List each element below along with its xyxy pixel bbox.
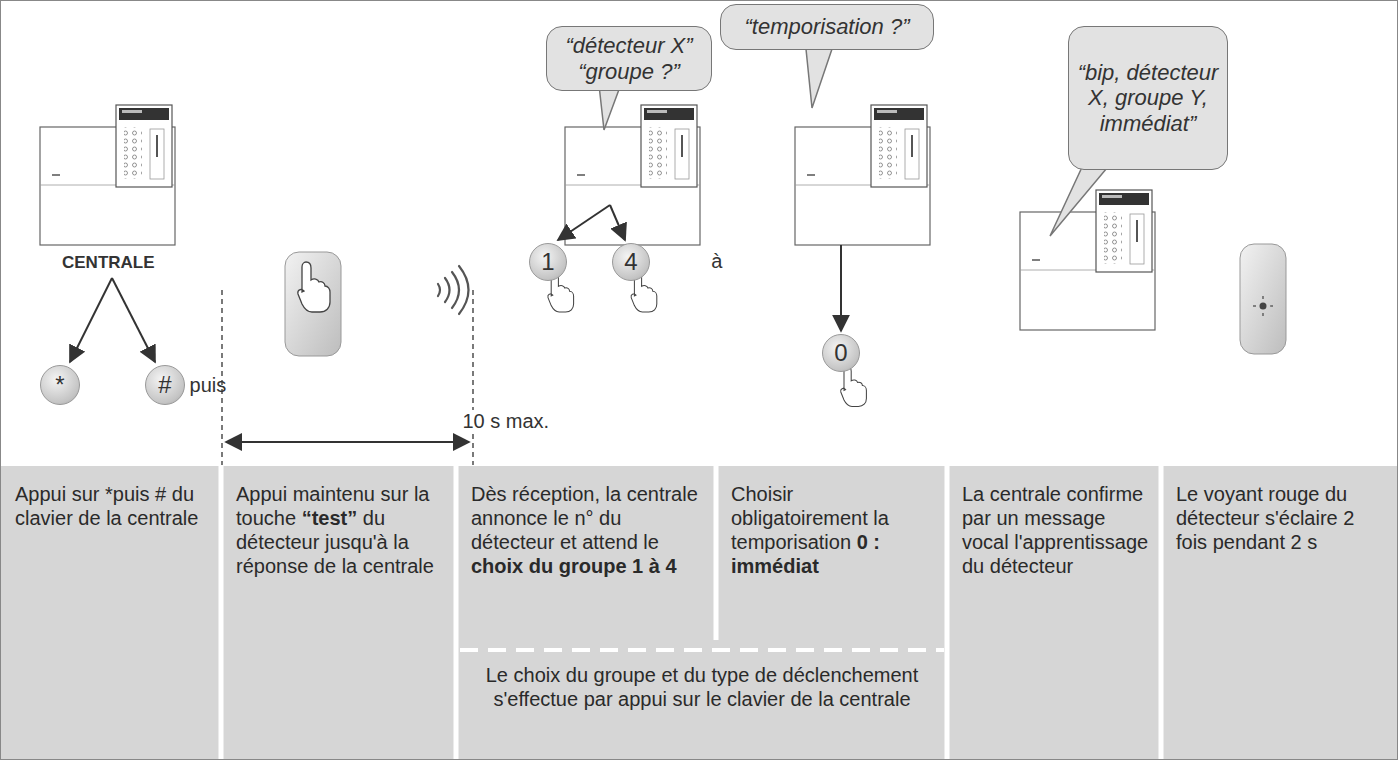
step-cell: La centrale confirme par un message voca… — [950, 468, 1159, 756]
key-button: 1 — [529, 243, 567, 281]
text-wrap: 0 — [834, 339, 847, 367]
node-text: “bip, détecteur X, groupe Y, immédiat” — [1078, 60, 1219, 136]
key-button: 0 — [822, 334, 860, 372]
node-text: Le choix du groupe et du type de déclenc… — [486, 664, 919, 710]
text-wrap: Dès réception, la centrale annonce le n°… — [471, 482, 704, 578]
node-text: Appui sur *puis # du clavier de la centr… — [15, 483, 198, 529]
key-button: * — [40, 365, 80, 405]
annotation-label: puis — [190, 374, 227, 396]
speech-bubble: “bip, détecteur X, groupe Y, immédiat” — [1068, 26, 1228, 170]
text-wrap: Le voyant rouge du détecteur s'éclaire 2… — [1176, 482, 1386, 554]
text-wrap: 1 — [541, 248, 554, 276]
node-text: Le voyant rouge du détecteur s'éclaire 2… — [1176, 483, 1354, 553]
device-label: CENTRALE — [62, 253, 155, 272]
speech-bubble: “détecteur X” “groupe ?” — [546, 26, 712, 91]
text-wrap: “temporisation ?” — [744, 14, 909, 39]
text-wrap: Appui maintenu sur la touche “test” du d… — [236, 482, 444, 578]
node-text: La centrale confirme par un message voca… — [962, 483, 1148, 577]
bold-text: “test” — [302, 507, 358, 529]
node-text: Dès réception, la centrale annonce le n°… — [471, 483, 698, 553]
text-wrap: # — [158, 371, 171, 399]
text-wrap: “détecteur X” “groupe ?” — [555, 33, 703, 84]
node-text: “détecteur X” “groupe ?” — [565, 33, 692, 83]
node-text: “temporisation ?” — [744, 14, 909, 39]
text-wrap: * — [55, 371, 64, 399]
node-text: 0 — [834, 339, 847, 366]
speech-bubble: “temporisation ?” — [720, 4, 934, 50]
step-cell: Choisir obligatoirement la temporisation… — [719, 468, 945, 646]
text-wrap: Appui sur *puis # du clavier de la centr… — [15, 482, 209, 530]
note-cell: Le choix du groupe et du type de déclenc… — [459, 653, 945, 757]
text-wrap: La centrale confirme par un message voca… — [962, 482, 1149, 578]
text-wrap: Choisir obligatoirement la temporisation… — [731, 482, 935, 578]
step-cell: Appui maintenu sur la touche “test” du d… — [224, 468, 454, 756]
key-button: 4 — [612, 243, 650, 281]
node-text: # — [158, 371, 171, 398]
node-text: 4 — [624, 248, 637, 275]
bold-text: choix du groupe 1 à 4 — [471, 555, 677, 577]
key-button: # — [145, 365, 185, 405]
annotation-label: 10 s max. — [462, 410, 549, 432]
text-wrap: Le choix du groupe et du type de déclenc… — [475, 663, 929, 711]
node-text: * — [55, 371, 64, 398]
node-text: 1 — [541, 248, 554, 275]
step-cell: Le voyant rouge du détecteur s'éclaire 2… — [1164, 468, 1396, 756]
text-wrap: 4 — [624, 248, 637, 276]
text-wrap: “bip, détecteur X, groupe Y, immédiat” — [1077, 60, 1219, 136]
annotation-label: à — [711, 250, 722, 272]
step-cell: Dès réception, la centrale annonce le n°… — [459, 468, 714, 646]
step-cell: Appui sur *puis # du clavier de la centr… — [3, 468, 219, 756]
